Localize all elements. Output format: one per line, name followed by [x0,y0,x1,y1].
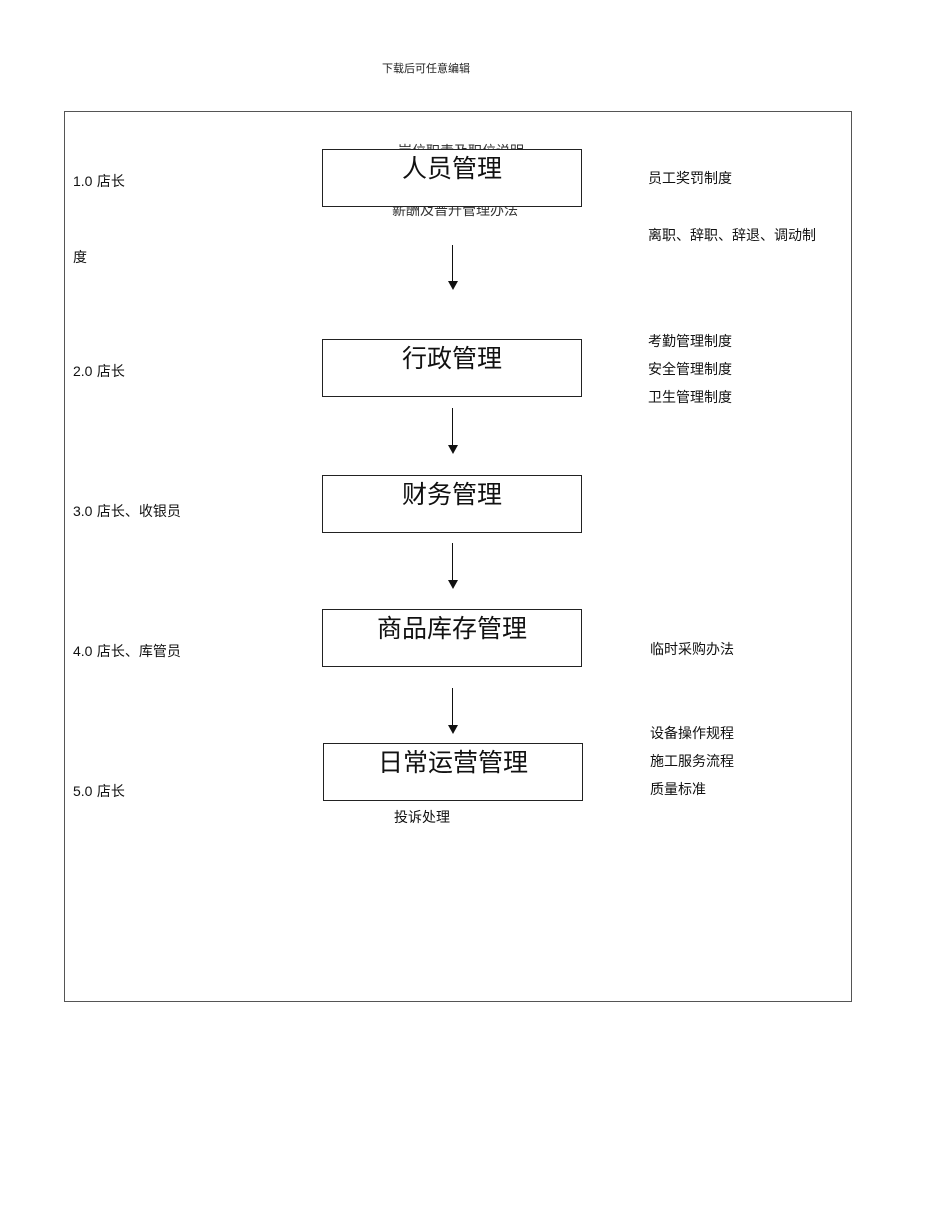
role-5-text: 店长 [96,784,125,800]
outer-frame [64,111,852,1002]
role-3: 3.0 店长、收银员 [73,501,181,521]
right-notes-2: 考勤管理制度 安全管理制度 卫生管理制度 [648,328,732,412]
arrow-2 [448,408,458,454]
salary-note: 薪酬及晋升管理办法 [392,207,518,219]
role-2-number: 2.0 [73,363,93,379]
arrow-head-icon [448,445,458,454]
right-note-5-1: 设备操作规程 [650,726,734,742]
role-5-number: 5.0 [73,783,93,799]
role-3-text: 店长、收银员 [96,504,181,520]
box-inventory-management: 商品库存管理 [322,609,582,667]
right-note-4-1: 临时采购办法 [650,642,734,658]
right-notes-5: 设备操作规程 施工服务流程 质量标准 [650,720,734,804]
right-note-2-2: 安全管理制度 [648,362,732,378]
right-note-2-3: 卫生管理制度 [648,390,732,406]
arrow-head-icon [448,725,458,734]
arrow-4 [448,688,458,734]
arrow-3 [448,543,458,589]
right-note-5-3: 质量标准 [650,782,706,798]
role-1: 1.0 店长 [73,171,125,191]
right-note-1-1: 员工奖罚制度 [648,171,732,187]
job-description-clip: 岗位职责及职位说明 [390,141,560,149]
arrow-head-icon [448,580,458,589]
box-daily-operations-management: 日常运营管理 [323,743,583,801]
role-1-text: 店长 [96,174,125,190]
complaint-handling-note: 投诉处理 [394,810,450,826]
role-3-number: 3.0 [73,503,93,519]
right-note-1-2: 离职、辞职、辞退、调动制 [648,228,816,244]
box-personnel-management: 人员管理 [322,149,582,207]
right-note-2-1: 考勤管理制度 [648,334,732,350]
role-2-text: 店长 [96,364,125,380]
salary-note-clip: 薪酬及晋升管理办法 [390,207,560,219]
job-description-note: 岗位职责及职位说明 [398,141,524,149]
box-administration-management: 行政管理 [322,339,582,397]
right-note-5-2: 施工服务流程 [650,754,734,770]
arrow-1 [448,245,458,290]
role-1-number: 1.0 [73,173,93,189]
arrow-head-icon [448,281,458,290]
role-4: 4.0 店长、库管员 [73,641,181,661]
role-4-text: 店长、库管员 [96,644,181,660]
role-5: 5.0 店长 [73,781,125,801]
header-note: 下载后可任意编辑 [382,62,470,75]
role-2: 2.0 店长 [73,361,125,381]
box-finance-management: 财务管理 [322,475,582,533]
right-note-1-3: 度 [73,250,87,266]
role-4-number: 4.0 [73,643,93,659]
